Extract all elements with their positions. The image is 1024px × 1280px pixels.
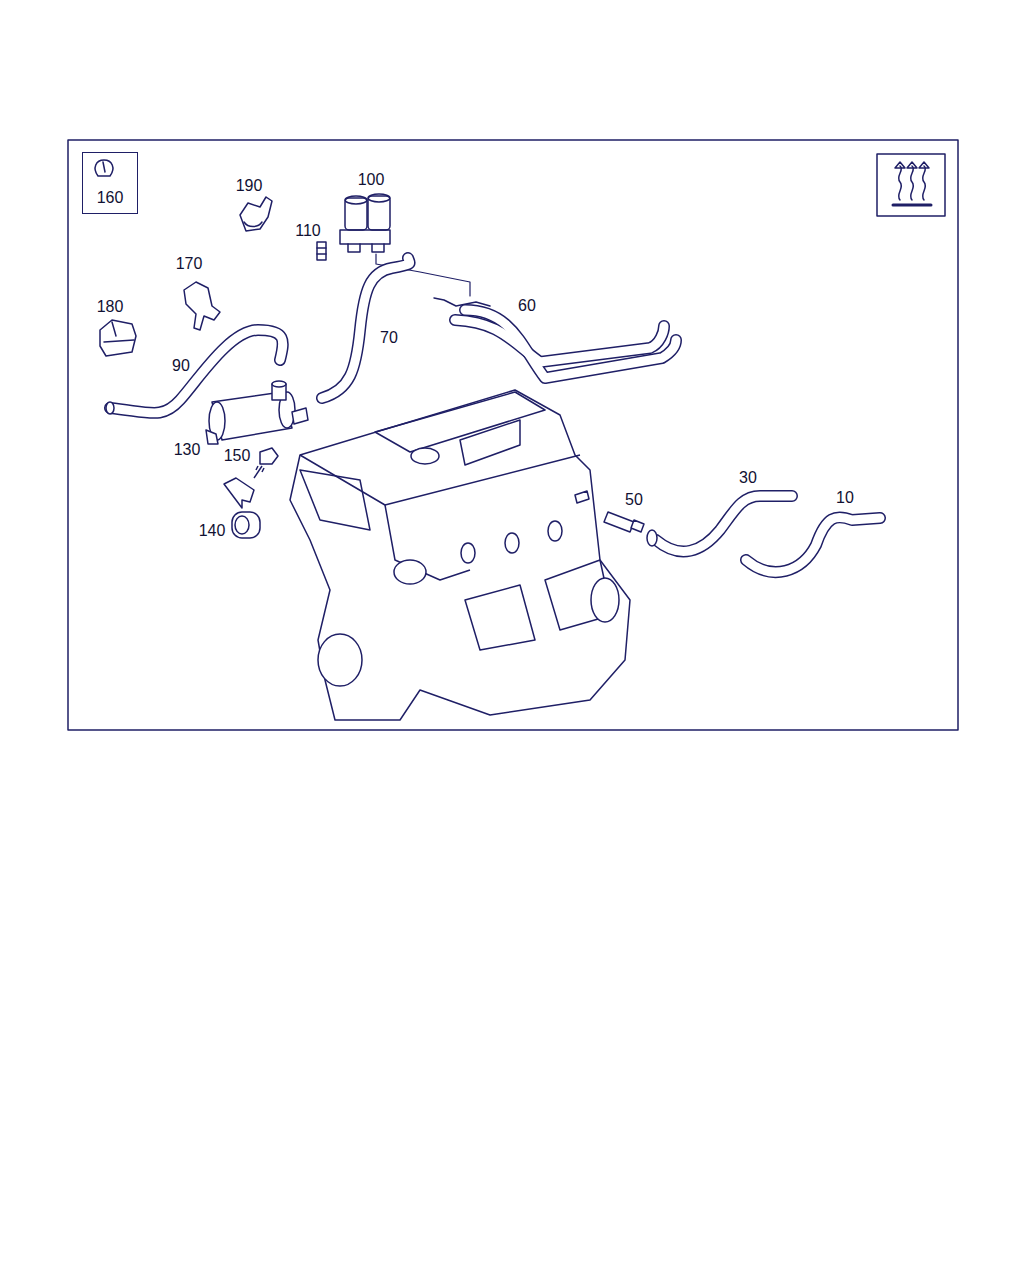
callout-number: 150 <box>223 448 252 464</box>
callout-number: 50 <box>624 492 644 508</box>
callout-number: 160 <box>83 189 137 207</box>
callout-number: 60 <box>517 298 537 314</box>
callout-number: 170 <box>175 256 204 272</box>
callout-number: 190 <box>235 178 264 194</box>
callout-number: 90 <box>171 358 191 374</box>
callout-number: 70 <box>379 330 399 346</box>
callout-number: 130 <box>173 442 202 458</box>
callout-number: 100 <box>357 172 386 188</box>
callout-number: 140 <box>198 523 227 539</box>
callout-number: 30 <box>738 470 758 486</box>
callout-number: 10 <box>835 490 855 506</box>
symbol-box: 160 <box>82 152 138 214</box>
callout-number: 180 <box>96 299 125 315</box>
callout-number: 110 <box>294 223 322 239</box>
